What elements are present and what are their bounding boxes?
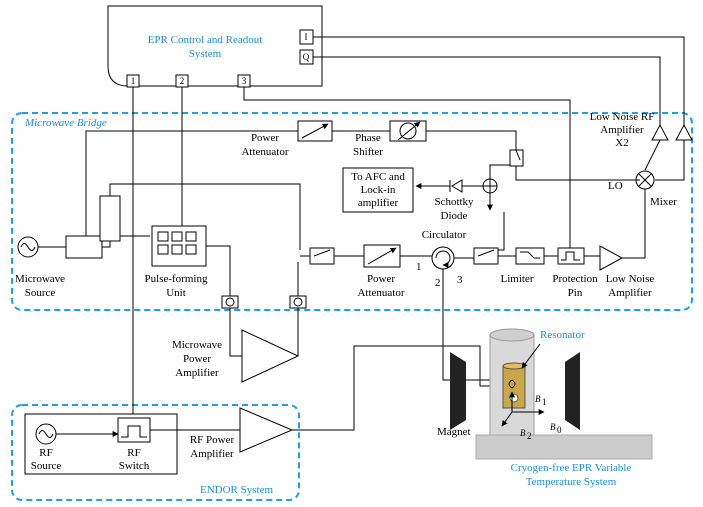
rfpa-label-2: Amplifier [190,448,234,460]
b1-label: B [535,394,541,404]
cryo-label-2: Temperature System [526,476,617,488]
microwave-bridge-label: Microwave Bridge [24,117,107,129]
b1-sub: 1 [542,397,547,407]
rf-source-label-2: Source [31,460,62,472]
control-title-line2: System [189,48,222,60]
afc-label-2: Lock-in [361,184,396,196]
mixer-label: Mixer [650,196,677,208]
power-att-2-label-2: Attenuator [357,287,404,299]
afc-box [342,167,414,213]
rfpa-label-1: RF Power [190,434,235,446]
power-att-top-label-2: Attenuator [241,146,288,158]
magnet-label: Magnet [437,426,471,438]
endor-system-label: ENDOR System [200,484,273,496]
switch-1 [309,247,335,265]
lnrf-label-1: Low Noise RF [590,111,655,123]
mwpa-label-3: Amplifier [175,367,219,379]
mw-source-label-2: Source [25,287,56,299]
lnrf-amp-1 [651,123,669,141]
protection-pin [557,247,585,265]
mw-power-amplifier [241,329,300,383]
pfu-label-1: Pulse-forming [145,273,208,285]
circulator-label: Circulator [422,229,467,241]
control-port-3: 3 [242,76,247,86]
rf-enclosure [24,413,178,475]
schottky-diode [451,179,463,193]
lnrf-label-2: Amplifier [600,124,644,136]
schottky-label-1: Schottky [434,196,474,208]
afc-label-3: amplifier [358,197,399,209]
rf-source-label-1: RF [39,447,52,459]
control-port-q: Q [303,52,310,62]
lnrf-amp-2 [675,123,693,141]
lna-label-2: Amplifier [608,287,652,299]
b0-label: B [550,422,556,432]
rf-switch-label-2: Switch [119,460,150,472]
rf-switch-label-1: RF [127,447,140,459]
low-noise-amplifier [599,245,624,271]
b2-label: B [520,428,526,438]
afc-label-1: To AFC and [351,171,405,183]
lo-label: LO [608,180,623,192]
rf-switch [117,417,151,443]
cryo-stage [475,434,653,460]
control-title-line1: EPR Control and Readout [148,34,263,46]
microwave-bridge-boundary [11,112,693,311]
phase-label-1: Phase [355,132,381,144]
rf-power-amplifier [239,407,294,453]
limiter [515,247,545,265]
control-port-i: I [305,32,308,42]
mw-source-label-1: Microwave [15,273,65,285]
phase-shifter [389,120,427,142]
control-port-2: 2 [180,76,185,86]
circulator [431,246,455,270]
endor-system-boundary [11,404,300,501]
b0-sub: 0 [557,425,562,435]
isolator-1 [65,235,103,259]
pfu-label-2: Unit [166,287,186,299]
switch-2 [473,247,499,265]
lna-label-1: Low Noise [606,273,655,285]
schottky-label-2: Diode [441,210,468,222]
magnet-right [565,352,580,430]
cryo-label-1: Cryogen-free EPR Variable [511,462,632,474]
protection-label-2: Pin [568,287,583,299]
power-att-2-label-1: Power [367,273,395,285]
protection-label-1: Protection [552,273,598,285]
resonator-label: Resonator [540,329,585,341]
circulator-port-2: 2 [435,277,441,289]
circulator-port-3: 3 [457,274,463,286]
control-port-1: 1 [131,76,136,86]
splitter [99,195,121,242]
mwpa-label-2: Power [183,353,211,365]
limiter-label: Limiter [501,273,534,285]
mwpa-label-1: Microwave [172,339,222,351]
power-att-top-label-1: Power [251,132,279,144]
phase-label-2: Shifter [353,146,383,158]
lnrf-label-3: X2 [615,137,628,149]
control-system: EPR Control and Readout System 1 2 3 I Q [107,5,323,88]
magnet-left [450,352,466,430]
b2-sub: 2 [527,431,532,441]
circulator-port-1: 1 [416,261,422,273]
